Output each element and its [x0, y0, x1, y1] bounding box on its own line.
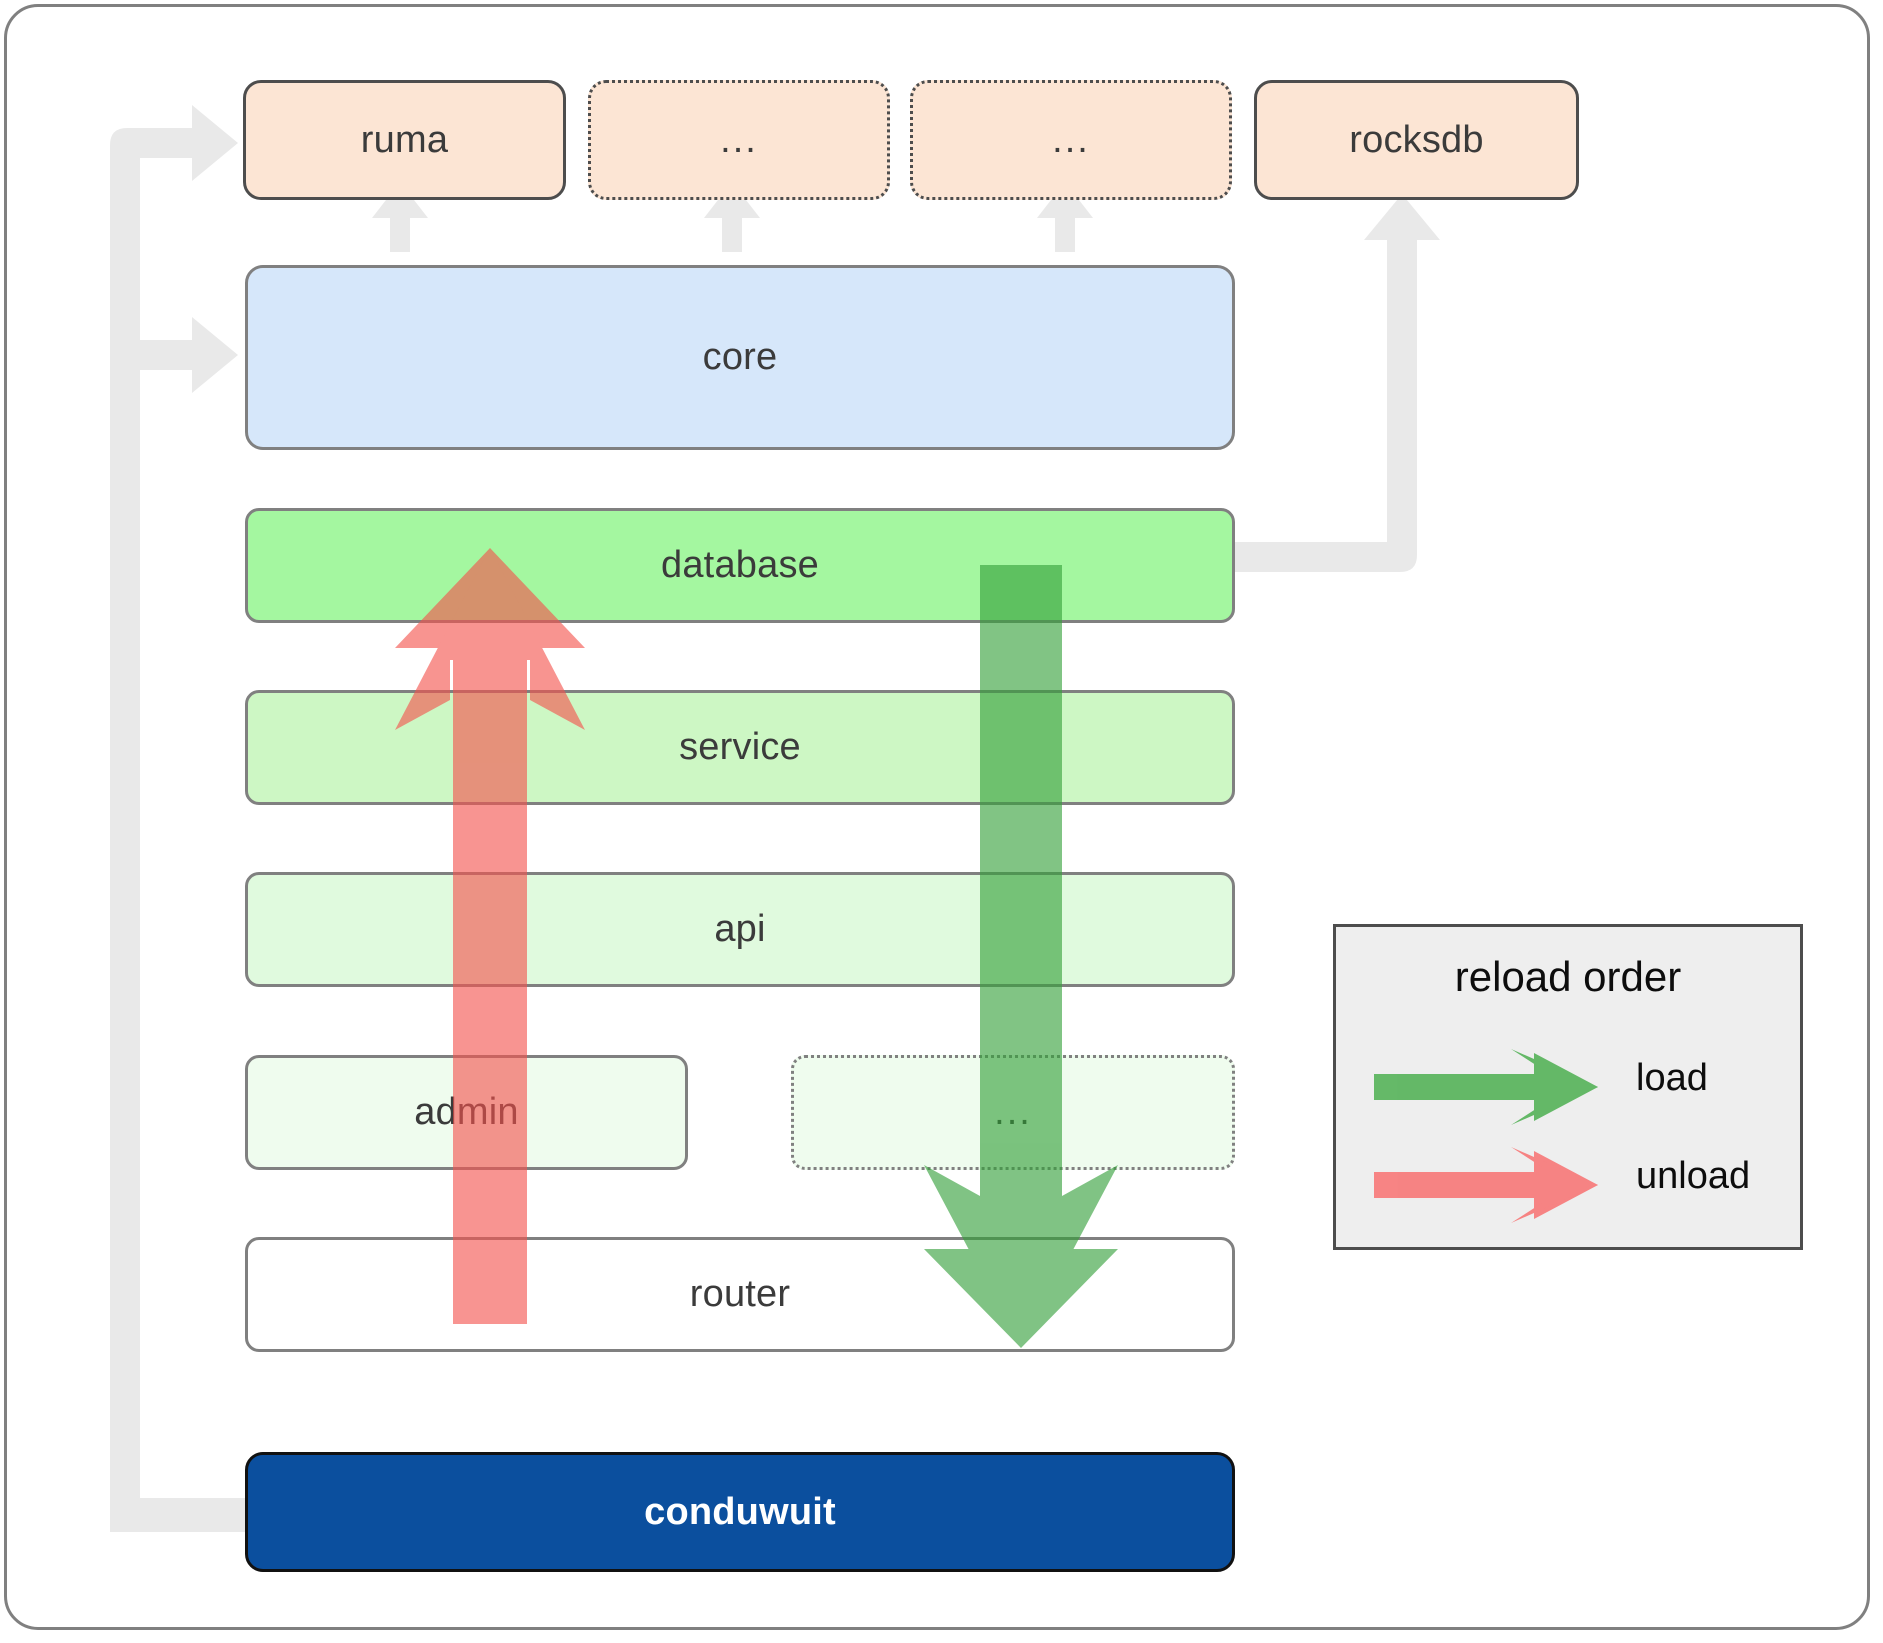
node-label: database	[661, 544, 819, 586]
node-label: api	[714, 908, 766, 950]
legend-row-load: load	[1374, 1047, 1774, 1127]
legend-panel: reload order load unload	[1333, 924, 1803, 1250]
node-label: ...	[994, 1091, 1032, 1133]
node-ruma[interactable]: ruma	[243, 80, 566, 200]
unload-legend-icon	[1374, 1147, 1598, 1223]
node-router[interactable]: router	[245, 1237, 1235, 1352]
load-legend-icon	[1374, 1049, 1598, 1125]
node-layer-extra[interactable]: ...	[791, 1055, 1235, 1170]
node-label: core	[702, 336, 778, 378]
node-rocksdb[interactable]: rocksdb	[1254, 80, 1579, 200]
node-label: conduwuit	[644, 1490, 836, 1533]
node-label: service	[679, 726, 801, 768]
node-dep-2[interactable]: ...	[588, 80, 890, 200]
node-service[interactable]: service	[245, 690, 1235, 805]
node-database[interactable]: database	[245, 508, 1235, 623]
diagram-frame	[4, 4, 1870, 1630]
node-conduwuit[interactable]: conduwuit	[245, 1452, 1235, 1572]
node-core[interactable]: core	[245, 265, 1235, 450]
legend-label-load: load	[1636, 1057, 1708, 1099]
node-label: rocksdb	[1349, 118, 1484, 161]
node-admin[interactable]: admin	[245, 1055, 688, 1170]
node-label: admin	[414, 1091, 519, 1133]
legend-label-unload: unload	[1636, 1155, 1751, 1197]
node-label: ...	[1052, 118, 1090, 161]
legend-title: reload order	[1454, 953, 1682, 1000]
node-label: ruma	[360, 118, 449, 161]
node-label: router	[689, 1273, 791, 1315]
node-dep-3[interactable]: ...	[910, 80, 1232, 200]
node-label: ...	[720, 118, 758, 161]
legend-row-unload: unload	[1374, 1145, 1774, 1225]
node-api[interactable]: api	[245, 872, 1235, 987]
